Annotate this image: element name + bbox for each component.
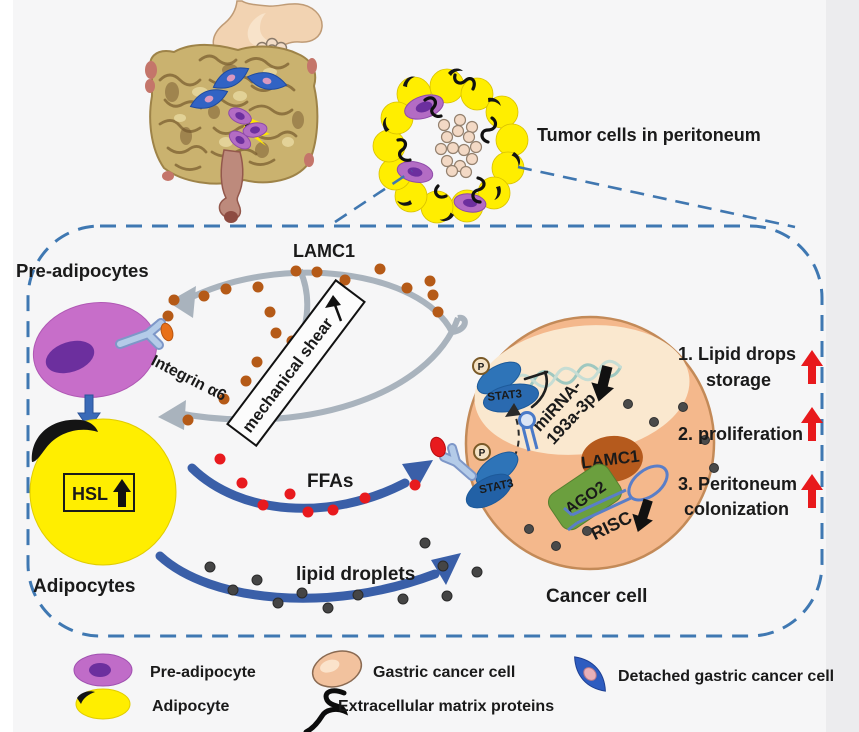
- lipid-droplets-label: lipid droplets: [296, 564, 415, 585]
- pre-adipocyte-cluster-in-omentum: [228, 107, 270, 150]
- outcome-1-line1: 1. Lipid drops: [678, 344, 796, 364]
- legend-item-gastric-cancer-cell: Gastric cancer cell: [311, 650, 515, 688]
- outcome-list: 1. Lipid drops storage 2. proliferation …: [678, 344, 823, 519]
- ffa-dots: [214, 453, 421, 518]
- hsl-up-arrow-icon: [113, 479, 131, 507]
- stat3-membrane-dimer: STAT3 P: [465, 443, 519, 509]
- phospho-nuclear-label: P: [478, 362, 485, 373]
- lamc1-cycle-label: LAMC1: [293, 241, 355, 261]
- mirna-decrease-arrow-icon: [591, 365, 615, 402]
- adipocyte-cell: HSL: [29, 418, 177, 566]
- lipid-droplets-flow: [155, 537, 483, 614]
- pre-adipocyte-nucleus: [45, 340, 95, 374]
- ffas-flow: [187, 453, 433, 518]
- left-margin-strip: [0, 0, 13, 732]
- transcription-inhibition-icon: [523, 370, 549, 409]
- lipid-droplet-dots: [204, 537, 483, 614]
- hsl-up-box: HSL: [63, 473, 135, 512]
- legend-item-detached-cancer-cell: Detached gastric cancer cell: [574, 656, 834, 692]
- intestine-red-bits: [145, 58, 317, 181]
- figure-legend: Pre-adipocyte Adipocyte Gastric cancer c…: [73, 650, 834, 732]
- rectum-tip: [224, 211, 238, 223]
- phospho-circle-nuclear: [472, 357, 490, 375]
- phospho-circle-membrane: [473, 443, 491, 461]
- ffa-receptor: [430, 436, 477, 481]
- adipocyte-nucleus-crescent: [31, 419, 99, 462]
- cluster-pre-adipocytes: [396, 94, 487, 213]
- ffas-arrowhead: [402, 460, 433, 489]
- adipocyte-swatch-icon: [75, 688, 131, 720]
- pathway-dashed-border: [26, 224, 824, 638]
- outcome-1-line2: storage: [706, 370, 771, 390]
- detached-cancer-cells-in-omentum: [189, 67, 288, 109]
- tumor-cells-in-peritoneum-label: Tumor cells in peritoneum: [537, 125, 761, 145]
- legend-label-adipocyte: Adipocyte: [152, 698, 229, 715]
- adipocytes-label: Adipocytes: [33, 576, 135, 597]
- pre-adipocyte-cell: [32, 301, 158, 399]
- cluster-ecm-squiggles: [396, 73, 498, 204]
- outcome-3-up-arrow-icon: [801, 474, 823, 508]
- legend-label-gastric-cancer-cell: Gastric cancer cell: [373, 664, 515, 681]
- hsl-label: HSL: [72, 484, 108, 504]
- phospho-membrane-label: P: [479, 448, 486, 459]
- ffa-ligand: [430, 436, 446, 458]
- legend-label-pre-adipocyte: Pre-adipocyte: [150, 664, 256, 681]
- cluster-adipocyte-nuclei: [382, 68, 521, 222]
- legend-item-ecm-proteins: Extracellular matrix proteins: [303, 688, 554, 732]
- legend-label-detached-cancer-cell: Detached gastric cancer cell: [618, 668, 834, 685]
- stat3-nuclear-label: STAT3: [487, 388, 523, 404]
- ffas-label: FFAs: [307, 471, 353, 492]
- cancer-cell-label: Cancer cell: [546, 586, 647, 607]
- risc-hairpin: [563, 464, 669, 532]
- legend-label-ecm-proteins: Extracellular matrix proteins: [338, 698, 554, 715]
- lamc1-protein-dots: [162, 263, 444, 426]
- outcome-1-up-arrow-icon: [801, 350, 823, 384]
- right-margin-strip: [826, 0, 859, 732]
- cancer-cell: STAT3 P miRNA- 193a-3p S: [430, 315, 719, 571]
- cycle-arrowhead-bottom: [158, 400, 186, 430]
- integrin-a6-receptor: [115, 318, 174, 350]
- risc-decrease-arrow-icon: [632, 498, 653, 532]
- outcome-3-line1: 3. Peritoneum: [678, 474, 797, 494]
- ago2-complex: AGO2: [548, 463, 622, 531]
- mechanical-shear-up-arrow: [325, 295, 343, 322]
- tumor-cell-cluster: [372, 68, 529, 224]
- pre-adipocytes-label: Pre-adipocytes: [16, 260, 149, 281]
- mirna-hairpin: [518, 411, 539, 452]
- zoom-callout-lines: [334, 165, 796, 229]
- legend-item-pre-adipocyte: Pre-adipocyte: [73, 653, 256, 687]
- outcome-2-up-arrow-icon: [801, 407, 823, 441]
- lamc1-bound-to-integrin: [160, 322, 174, 342]
- intestine-texture: [158, 54, 298, 171]
- intracellular-lipid-dots: [524, 399, 719, 551]
- stomach-highlight: [247, 13, 280, 49]
- legend-item-adipocyte: Adipocyte: [75, 688, 229, 720]
- rectum-shape: [218, 149, 244, 220]
- stomach-shape: [212, 0, 323, 63]
- cluster-gastric-cancer-cells: [434, 113, 483, 179]
- outcome-3-line2: colonization: [684, 499, 789, 519]
- gastric-cancer-cell-swatch-icon: [311, 650, 363, 688]
- stomach-intestine-illustration: [145, 0, 323, 223]
- outcome-2-line1: 2. proliferation: [678, 424, 803, 444]
- ecm-squiggle-icon: [303, 688, 349, 732]
- cycle-arrowhead-top: [168, 286, 196, 318]
